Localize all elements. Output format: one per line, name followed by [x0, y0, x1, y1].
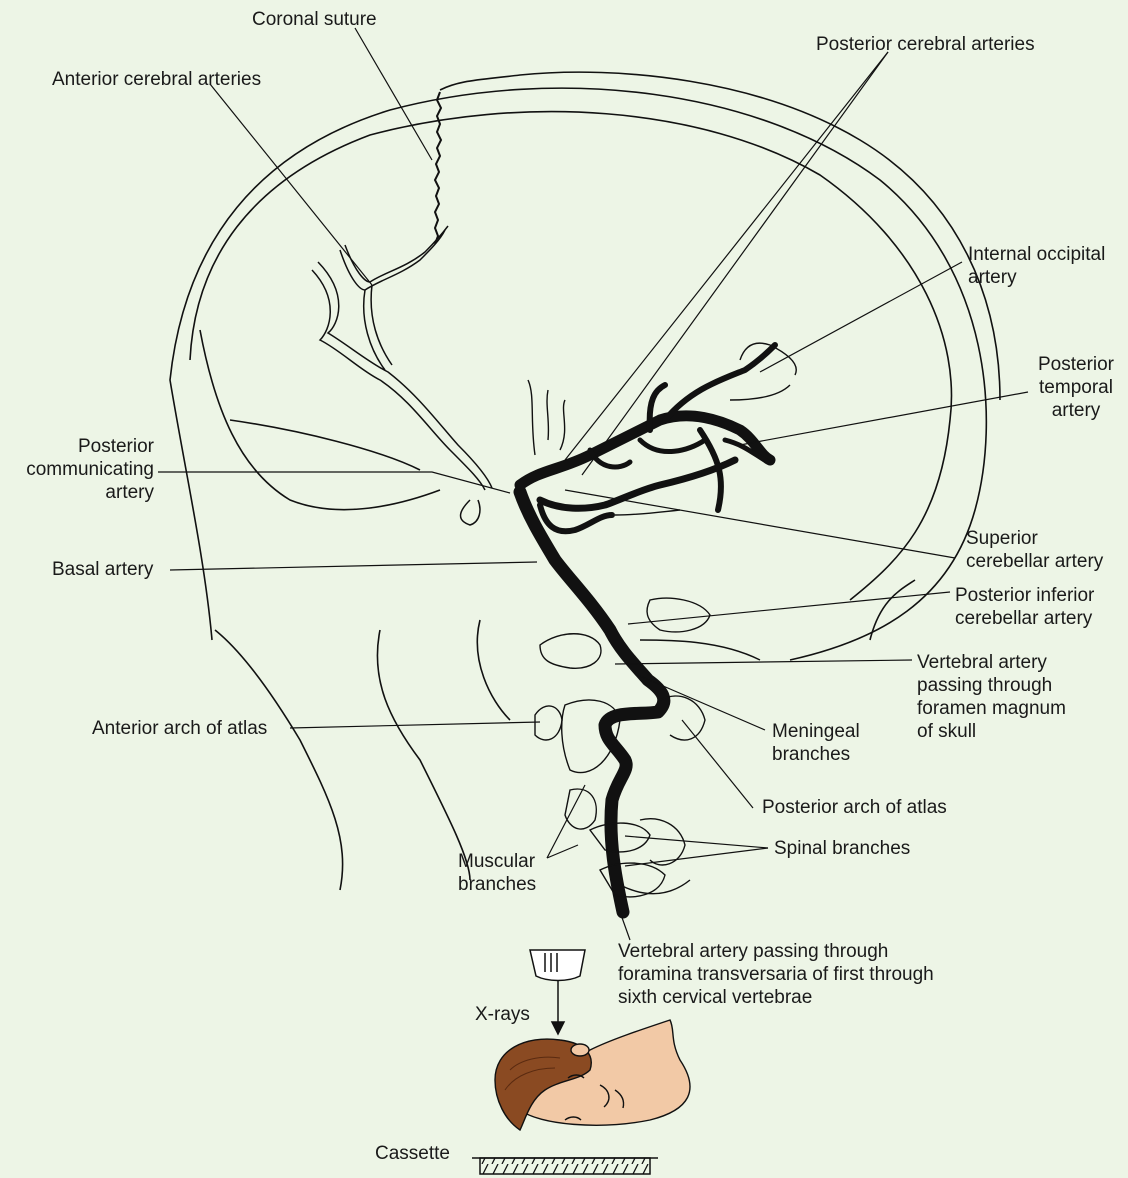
cervical-vertebrae	[535, 598, 760, 897]
leader-posterior-cerebral-1	[565, 52, 888, 460]
label-posterior-arch-of-atlas: Posterior arch of atlas	[762, 796, 947, 819]
vertebral-basilar-artery	[520, 345, 775, 912]
leader-vertebral-foramen-magnum	[615, 660, 912, 664]
leader-posterior-communicating	[158, 472, 510, 493]
leader-spinal-branches-2	[625, 848, 768, 866]
label-vertebral-artery-foramen-magnum: Vertebral artery passing through foramen…	[917, 651, 1066, 743]
anterior-cerebral-arteries	[312, 226, 492, 525]
label-anterior-arch-of-atlas: Anterior arch of atlas	[92, 717, 267, 740]
label-posterior-cerebral-arteries: Posterior cerebral arteries	[816, 33, 1035, 56]
skull-outline	[170, 72, 1000, 890]
leader-anterior-cerebral	[210, 84, 372, 285]
leader-anterior-arch-atlas	[290, 722, 540, 728]
leader-muscular-branches-1	[547, 785, 585, 858]
label-superior-cerebellar-artery: Superior cerebellar artery	[966, 527, 1103, 573]
label-posterior-communicating-artery: Posterior communicating artery	[8, 435, 154, 504]
leader-internal-occipital	[760, 262, 962, 372]
coronal-suture-line	[435, 92, 441, 244]
leader-coronal-suture	[355, 28, 432, 160]
label-basal-artery: Basal artery	[52, 558, 153, 581]
leader-superior-cerebellar	[565, 490, 955, 558]
cassette-plate	[480, 1158, 650, 1174]
leader-posterior-temporal	[740, 392, 1028, 445]
leader-posterior-inferior-cerebellar	[628, 592, 950, 624]
leader-basal-artery	[170, 562, 537, 570]
label-posterior-temporal-artery: Posterior temporal artery	[1026, 353, 1126, 422]
label-x-rays: X-rays	[475, 1003, 530, 1026]
label-muscular-branches: Muscular branches	[458, 850, 536, 896]
leader-posterior-arch-atlas	[682, 720, 753, 808]
leader-muscular-branches-2	[547, 845, 578, 858]
label-spinal-branches: Spinal branches	[774, 837, 910, 860]
small-branches	[528, 343, 796, 515]
label-meningeal-branches: Meningeal branches	[772, 720, 860, 766]
label-internal-occipital-artery: Internal occipital artery	[968, 243, 1105, 289]
xray-tube-icon	[530, 950, 585, 1034]
label-posterior-inferior-cerebellar-artery: Posterior inferior cerebellar artery	[955, 584, 1094, 630]
label-vertebral-artery-foramina: Vertebral artery passing through foramin…	[618, 940, 934, 1009]
label-coronal-suture: Coronal suture	[252, 8, 377, 31]
label-cassette: Cassette	[375, 1142, 450, 1165]
patient-head-icon	[495, 1020, 690, 1130]
label-anterior-cerebral-arteries: Anterior cerebral arteries	[52, 68, 261, 91]
